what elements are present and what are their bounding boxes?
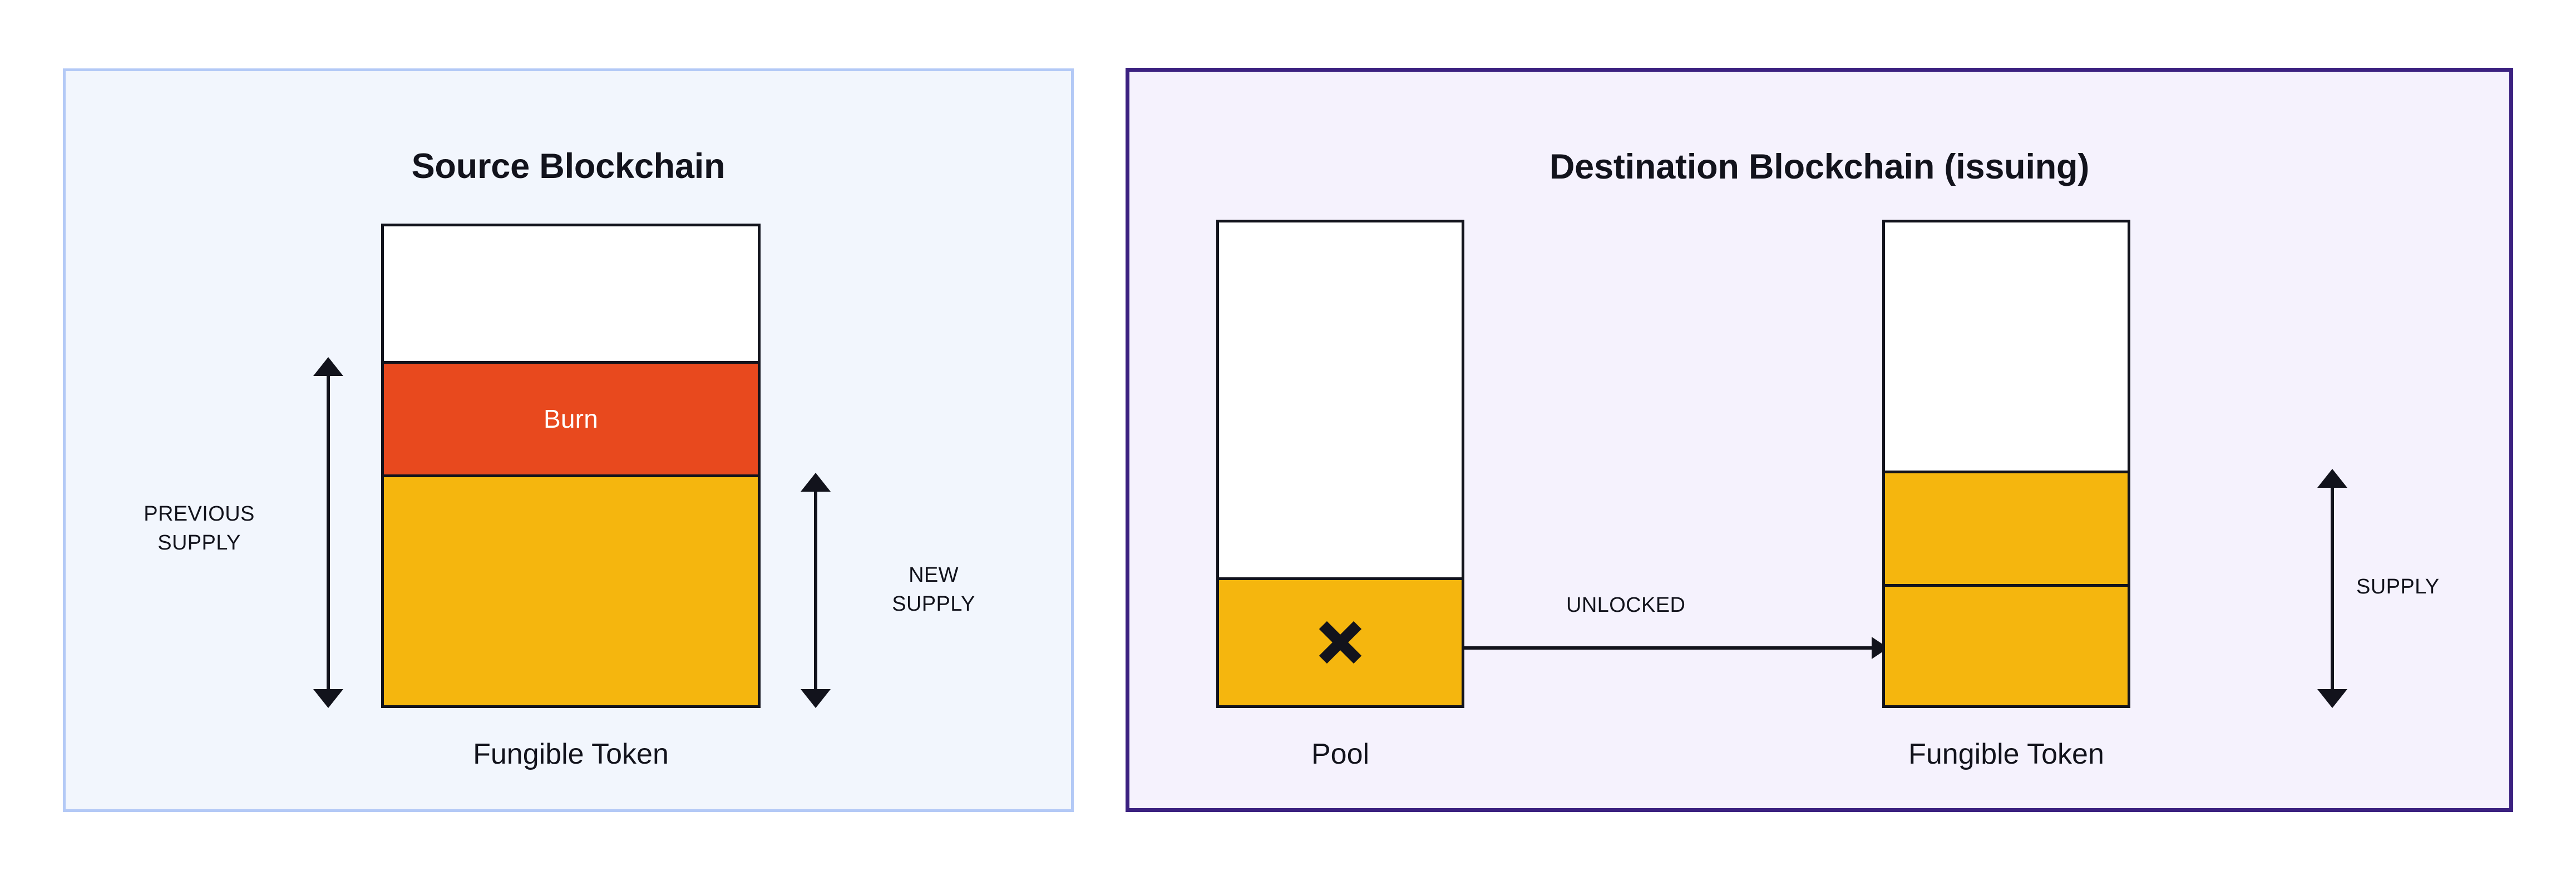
destination-panel-title: Destination Blockchain (issuing)	[1549, 147, 2090, 186]
supply-label: SUPPLY	[2356, 575, 2440, 598]
new-supply-label: NEW SUPPLY	[892, 563, 975, 616]
arrow-shaft	[814, 487, 817, 694]
pool-bar-segment-locked	[1219, 577, 1462, 705]
previous-supply-label: PREVIOUS SUPPLY	[144, 502, 255, 555]
destination-fungible-token-bar: Fungible Token	[1882, 220, 2130, 770]
arrow-head-down-icon	[801, 689, 831, 708]
arrow-head-down-icon	[2317, 689, 2347, 708]
token-bar-segment-newly-unlocked	[1885, 470, 2128, 585]
arrow-shaft	[327, 372, 330, 694]
source-bar-segment-remaining-supply	[384, 474, 758, 705]
source-bar-segment-burn: Burn	[384, 361, 758, 474]
source-blockchain-panel: Source Blockchain Burn Fungible Token PR…	[63, 68, 1074, 812]
destination-blockchain-panel: Destination Blockchain (issuing) Pool UN…	[1126, 68, 2513, 812]
supply-measure-arrow	[2317, 469, 2347, 708]
token-bar-segment-existing-supply	[1885, 584, 2128, 705]
destination-bar-caption: Fungible Token	[1908, 738, 2104, 770]
source-bar-segment-unused-headroom	[384, 226, 758, 362]
burn-label: Burn	[544, 404, 598, 434]
source-fungible-token-bar: Burn Fungible Token	[381, 224, 761, 770]
source-panel-title: Source Blockchain	[411, 147, 726, 186]
source-bar-caption: Fungible Token	[473, 738, 669, 770]
unlocked-arrow	[1464, 637, 1888, 659]
arrow-shaft	[1464, 646, 1874, 650]
pool-bar-caption: Pool	[1311, 738, 1370, 770]
pool-bar-segment-empty	[1219, 222, 1462, 577]
unlocked-label: UNLOCKED	[1566, 593, 1686, 617]
previous-supply-measure-arrow	[313, 357, 343, 708]
arrow-head-down-icon	[313, 689, 343, 708]
pool-bar: Pool	[1216, 220, 1464, 770]
token-bar-segment-headroom	[1885, 222, 2128, 471]
arrow-shaft	[2331, 483, 2334, 694]
new-supply-measure-arrow	[801, 473, 831, 708]
x-mark-icon	[1316, 618, 1365, 667]
